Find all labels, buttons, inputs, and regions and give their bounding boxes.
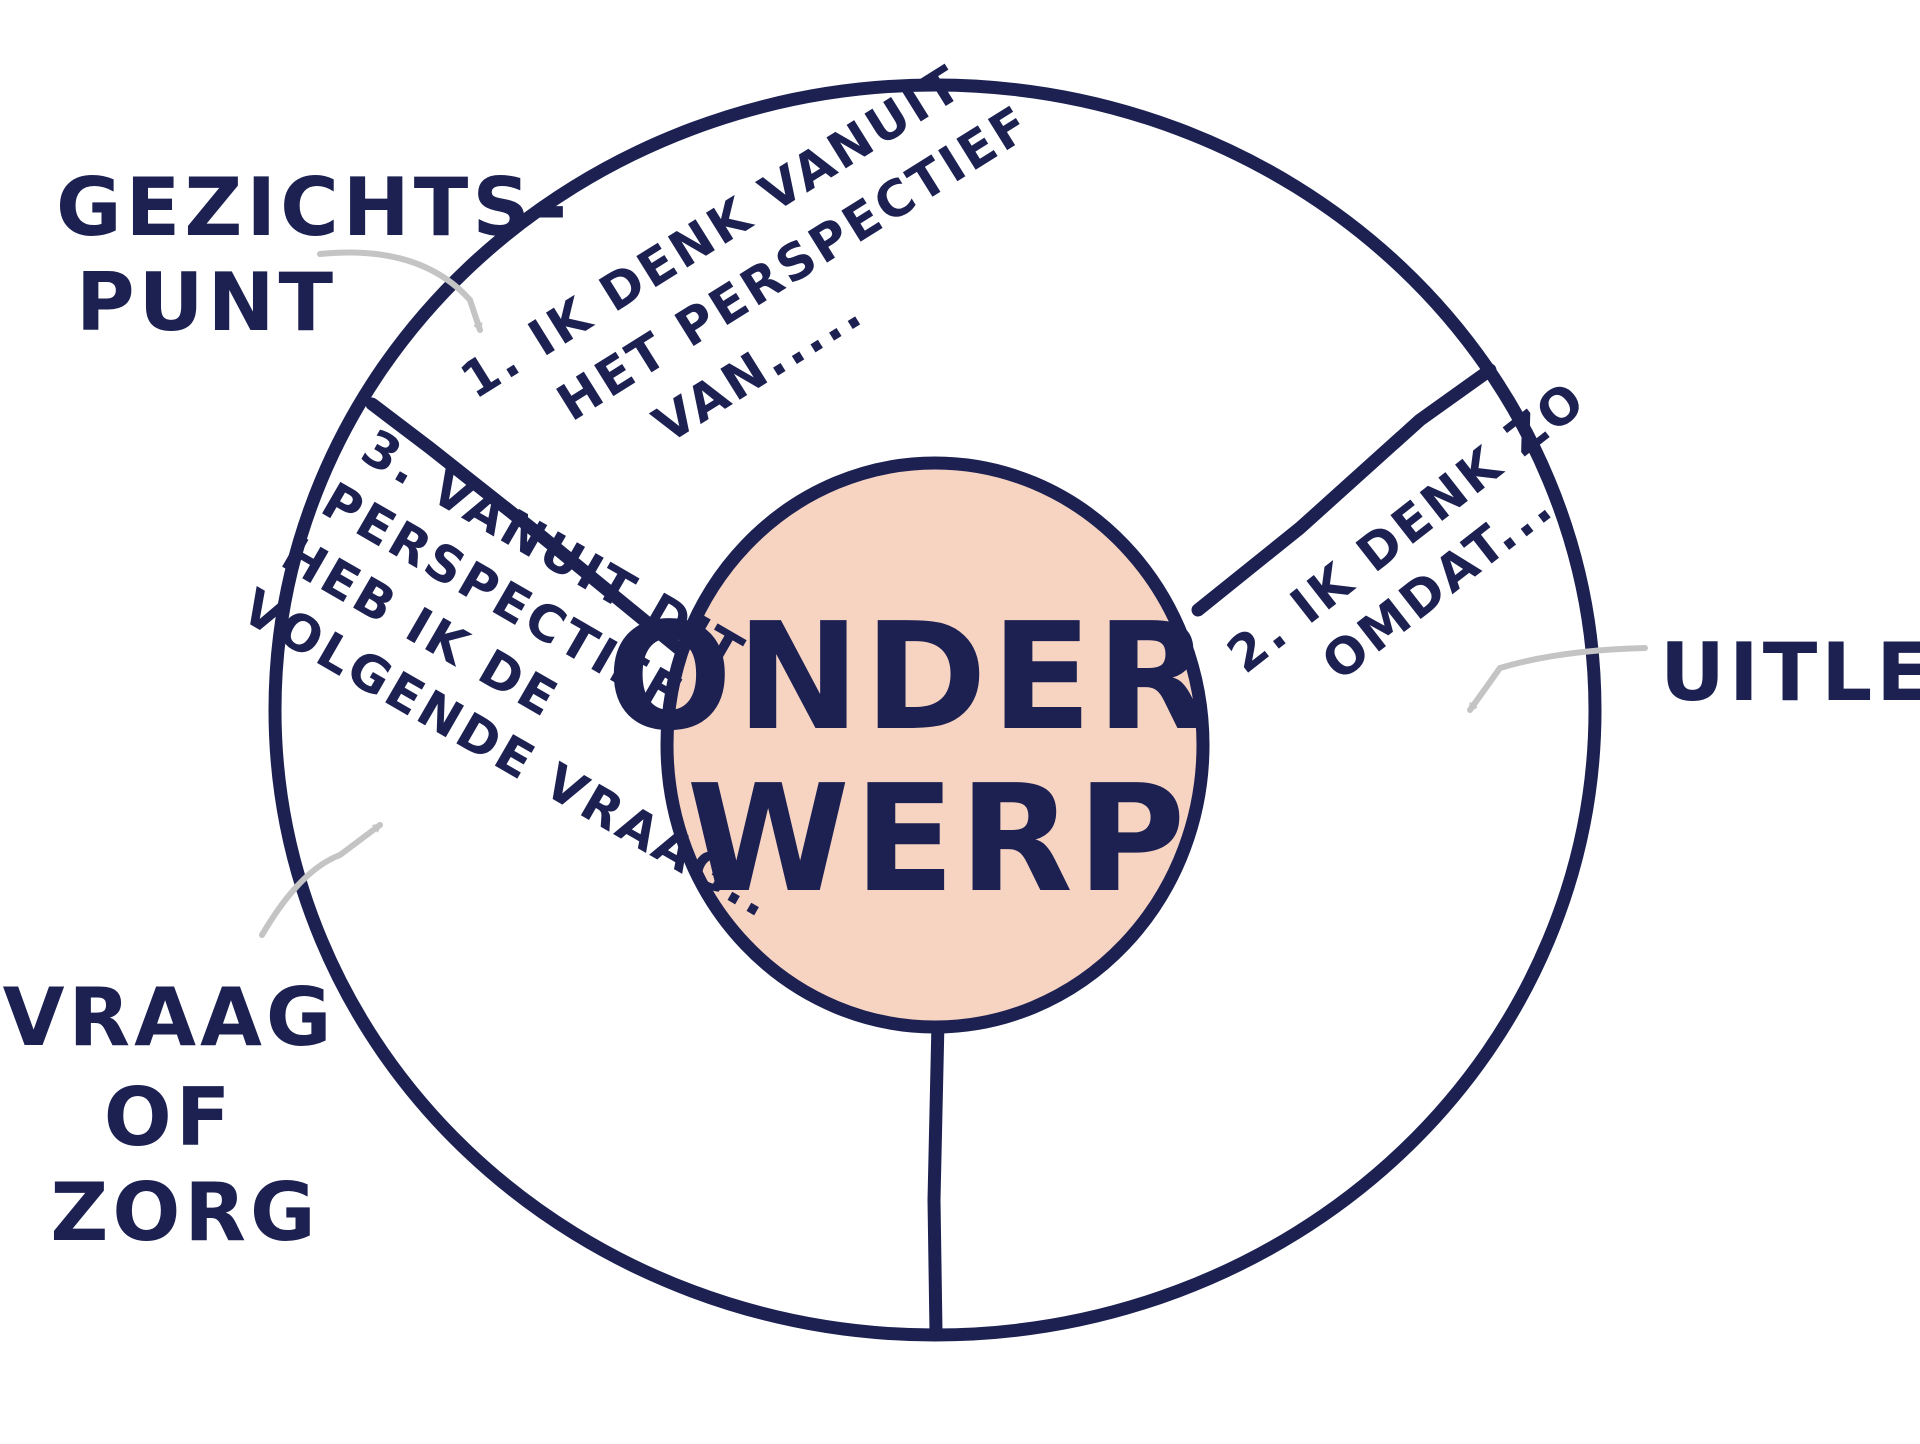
divider-bottom: [927, 1015, 945, 1339]
center-circle: [660, 456, 1210, 1034]
side-label-line: UITLEG: [1660, 626, 1920, 719]
divider-right: [1191, 363, 1497, 617]
center-label: ONDER WERP: [606, 591, 1269, 925]
center-label-line: ONDER: [606, 591, 1214, 763]
side-label-uitleg: UITLEG: [1660, 626, 1920, 719]
arrow-vraag-of-zorg: [259, 822, 383, 938]
side-label-gezichtspunt: GEZICHTS- PUNT: [56, 161, 603, 349]
side-label-vraag-of-zorg: VRAAG OF ZORG: [3, 971, 368, 1259]
side-label-line: PUNT: [76, 256, 337, 349]
center-label-line: WERP: [687, 753, 1190, 925]
side-label-line: GEZICHTS-: [56, 161, 571, 254]
divider-left: [365, 397, 685, 655]
arrow-gezichtspunt: [317, 249, 483, 333]
arrow-uitleg: [1467, 645, 1648, 713]
side-label-line: ZORG: [50, 1166, 319, 1259]
side-label-line: VRAAG: [3, 971, 336, 1064]
side-label-line: OF: [104, 1071, 235, 1164]
